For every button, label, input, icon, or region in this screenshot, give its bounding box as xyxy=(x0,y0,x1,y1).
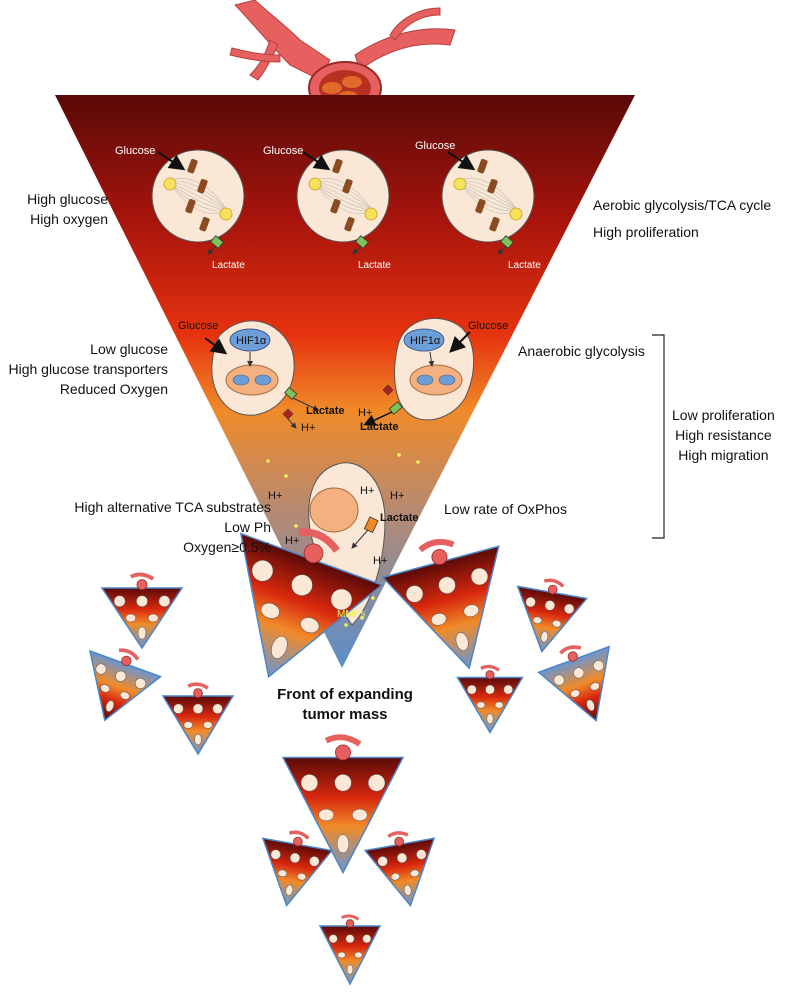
satellite-tumor xyxy=(89,648,163,722)
proton-label-5: H+ xyxy=(390,490,405,502)
satellite-tumors xyxy=(89,528,611,986)
hif-label-left: HIF1α xyxy=(236,335,267,347)
satellite-tumor xyxy=(537,645,611,722)
satellite-tumor xyxy=(363,831,436,908)
satellite-tumor xyxy=(456,664,524,734)
proton-label-7: H+ xyxy=(373,555,388,567)
glucose-label-1: Glucose xyxy=(115,145,156,157)
proton-label-2: H+ xyxy=(358,407,373,419)
right-bracket xyxy=(652,334,665,539)
front-caption: Front of expanding tumor mass xyxy=(277,686,413,723)
glucose-label-3: Glucose xyxy=(415,140,456,152)
satellite-tumor xyxy=(281,734,405,875)
lactate-label-6: Lactate xyxy=(380,512,419,524)
dividing-cell xyxy=(296,149,390,255)
satellite-tumor xyxy=(100,572,184,650)
lactate-label-4: Lactate xyxy=(306,405,345,417)
hif-label-right: HIF1α xyxy=(410,335,441,347)
dividing-cell xyxy=(151,149,245,255)
hypoxic-cell-right xyxy=(363,317,475,426)
lactate-label-3: Lactate xyxy=(508,260,541,271)
proton-label-1: H+ xyxy=(301,422,316,434)
proton-label-3: H+ xyxy=(268,490,283,502)
satellite-tumor xyxy=(239,528,384,679)
lactate-label-5: Lactate xyxy=(360,421,399,433)
lactate-label-1: Lactate xyxy=(212,260,245,271)
bracket-labels: Low proliferation High resistance High m… xyxy=(672,407,775,463)
dividing-cell xyxy=(441,149,535,255)
proton-label-4: H+ xyxy=(360,485,375,497)
right-middle-label: Anaerobic glycolysis xyxy=(518,343,645,359)
mmps-label: MMPs xyxy=(337,609,366,620)
proton-label-6: H+ xyxy=(285,535,300,547)
glucose-label-5: Glucose xyxy=(468,320,509,332)
satellite-tumor xyxy=(261,830,334,908)
glucose-label-4: Glucose xyxy=(178,320,219,332)
satellite-tumor xyxy=(318,914,382,986)
right-top-labels: Aerobic glycolysis/TCA cycle High prolif… xyxy=(593,197,772,240)
satellite-tumor xyxy=(381,539,500,670)
left-bottom-labels: High alternative TCA substrates Low Ph O… xyxy=(74,499,271,555)
glucose-label-2: Glucose xyxy=(263,145,304,157)
lactate-label-2: Lactate xyxy=(358,260,391,271)
proliferating-cells xyxy=(151,149,535,255)
hypoxic-cell-left xyxy=(204,320,319,429)
satellite-tumor xyxy=(161,682,235,756)
left-middle-labels: Low glucose High glucose transporters Re… xyxy=(8,341,168,397)
left-top-labels: High glucose High oxygen xyxy=(27,191,108,227)
right-bottom-label: Low rate of OxPhos xyxy=(444,501,567,517)
satellite-tumor xyxy=(516,578,589,654)
